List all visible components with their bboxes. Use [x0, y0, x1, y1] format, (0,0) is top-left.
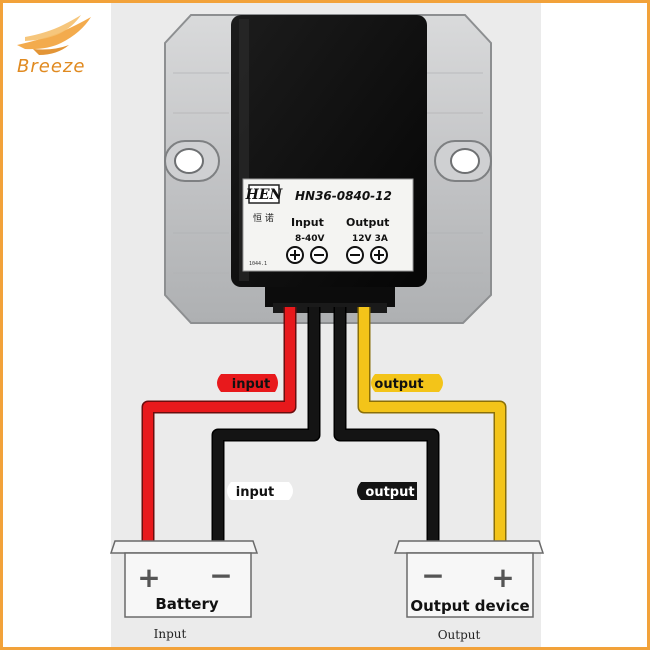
chinese-brand: 恒 诺 — [253, 212, 274, 224]
mounting-hole-left — [174, 148, 204, 174]
device-caption: Output — [438, 628, 481, 642]
terminal-output-positive-icon — [370, 246, 388, 264]
brand-logo-box — [248, 184, 280, 204]
input-range: 8-40V — [295, 234, 325, 244]
terminal-input-negative-icon — [310, 246, 328, 264]
label-output-positive: output — [371, 374, 443, 392]
brand-logo-text: HEN — [245, 187, 284, 203]
plate-texture — [173, 72, 483, 274]
battery-minus-icon: − — [209, 559, 232, 592]
label-output-negative: output — [357, 482, 417, 500]
label-input-negative: input — [227, 482, 293, 500]
cable-gland — [265, 287, 395, 307]
wires — [141, 307, 507, 543]
output-title: Output — [346, 216, 389, 229]
wire-output-negative — [335, 307, 438, 543]
model-number: HN36-0840-12 — [295, 189, 392, 203]
bird-icon — [17, 15, 91, 55]
small-code: 1044.1 — [249, 261, 267, 267]
wiring-illustration: HEN HN36-0840-12 恒 诺 Input Output 8-40V … — [17, 3, 545, 647]
output-device: − + Output device — [393, 540, 545, 618]
label-input-negative-text: input — [236, 485, 275, 500]
wire-output-positive — [359, 307, 505, 543]
wire-input-positive — [143, 307, 295, 543]
terminal-input-positive-icon — [286, 246, 304, 264]
battery-label: Battery — [155, 595, 218, 613]
input-title: Input — [291, 216, 324, 229]
output-range: 12V 3A — [352, 234, 388, 244]
label-input-positive-text: input — [232, 377, 271, 392]
label-output-positive-text: output — [374, 377, 423, 392]
terminal-output-negative-icon — [346, 246, 364, 264]
battery: + − Battery — [109, 540, 259, 618]
label-output-negative-text: output — [365, 485, 414, 500]
battery-plus-icon: + — [137, 561, 160, 594]
wire-input-negative — [213, 307, 319, 543]
device-label: Output device — [410, 597, 529, 615]
device-minus-icon: − — [421, 559, 444, 592]
device-plus-icon: + — [491, 561, 514, 594]
brand-name: Breeze — [17, 56, 85, 77]
mounting-hole-right — [450, 148, 480, 174]
brand-logo: Breeze — [17, 15, 91, 77]
battery-caption: Input — [154, 627, 187, 641]
label-input-positive: input — [217, 374, 278, 392]
